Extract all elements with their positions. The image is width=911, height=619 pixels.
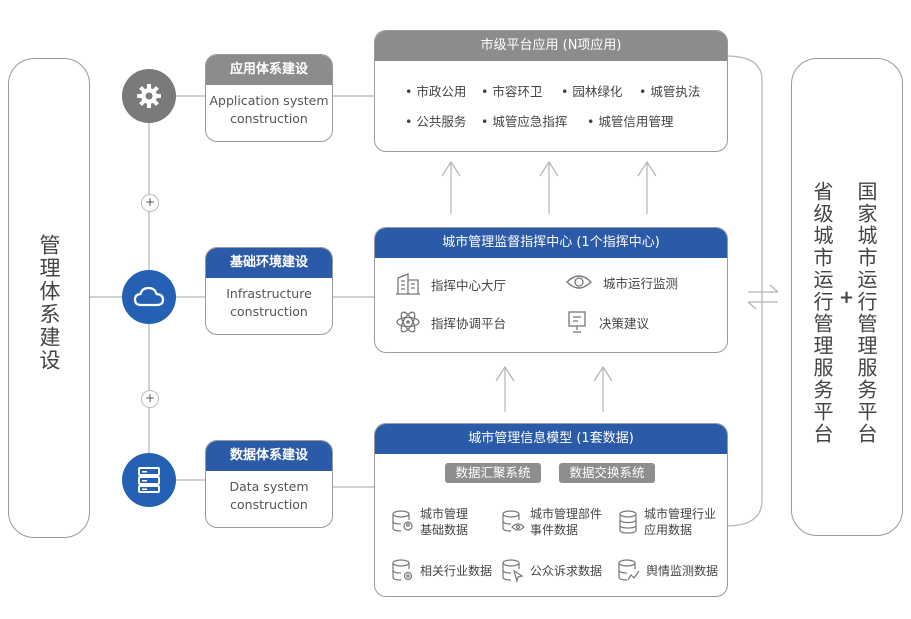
center-item-hall: 指挥中心大厅 (395, 272, 506, 296)
data-item-line: 城市管理行业 (644, 507, 717, 521)
database-chart-icon (618, 559, 640, 581)
app-item: • 城管执法 (639, 84, 701, 99)
infrastructure-en-1: Infrastructure (226, 286, 312, 301)
infrastructure-title: 基础环境建设 (206, 248, 332, 278)
data-item-basic: 城市管理基础数据 (391, 506, 468, 538)
data-system-en-1: Data system (229, 479, 309, 494)
infrastructure-en-2: construction (230, 304, 308, 319)
info-model-panel: 城市管理信息模型 (1套数据) 数据汇聚系统 数据交换系统 城市管理基础数据 城… (374, 423, 728, 597)
city-app-title: 市级平台应用 (N项应用) (375, 31, 727, 61)
app-item: • 市政公用 (405, 84, 467, 99)
data-system-en-2: construction (230, 497, 308, 512)
server-icon (138, 467, 160, 493)
center-item-decision: 决策建议 (565, 310, 649, 334)
data-system-box: 数据体系建设 Data system construction (205, 440, 333, 528)
atom-icon (396, 311, 420, 333)
data-item-line: 城市管理部件 (530, 507, 603, 521)
data-item-line: 基础数据 (420, 523, 469, 537)
center-item-label: 城市运行监测 (603, 275, 679, 291)
national-platform-label: 国家城市运行管理服务平台 (854, 181, 878, 445)
data-item-line: 城市管理 (420, 507, 469, 521)
data-item-line: 事件数据 (530, 523, 579, 537)
plus-sign: + (839, 287, 855, 308)
app-item: • 园林绿化 (561, 84, 623, 99)
database-user-icon (392, 510, 413, 532)
cloud-icon (133, 286, 165, 307)
data-item-opinion: 舆情监测数据 (617, 558, 718, 584)
server-circle (122, 453, 176, 507)
info-model-title: 城市管理信息模型 (1套数据) (375, 424, 727, 454)
application-system-box: 应用体系建设 Application system construction (205, 54, 333, 142)
app-item: • 城管应急指挥 (481, 114, 568, 129)
application-system-en-2: construction (230, 111, 308, 126)
application-system-title: 应用体系建设 (206, 55, 332, 85)
center-item-monitor: 城市运行监测 (565, 272, 678, 292)
presentation-icon (568, 311, 586, 333)
management-system-label: 管理体系建设 (37, 234, 61, 372)
connector-plus-bottom: + (141, 390, 159, 408)
data-item-line: 相关行业数据 (420, 564, 493, 578)
gear-icon (137, 84, 161, 108)
cloud-circle (122, 270, 176, 324)
data-item-line: 应用数据 (644, 523, 693, 537)
app-item: • 公共服务 (405, 114, 467, 129)
data-system-title: 数据体系建设 (206, 441, 332, 471)
center-item-label: 指挥中心大厅 (431, 277, 507, 293)
center-item-coordination: 指挥协调平台 (395, 310, 506, 334)
city-app-panel: 市级平台应用 (N项应用) • 市政公用 • 市容环卫 • 园林绿化 • 城管执… (374, 30, 728, 152)
management-system-pillar: 管理体系建设 (8, 58, 90, 538)
command-center-title: 城市管理监督指挥中心 (1个指挥中心) (375, 228, 727, 258)
app-item: • 城管信用管理 (587, 114, 674, 129)
data-item-public: 公众诉求数据 (501, 558, 602, 584)
data-exchange-pill: 数据交换系统 (559, 463, 655, 483)
command-center-panel: 城市管理监督指挥中心 (1个指挥中心) 指挥中心大厅 城市运行监测 指挥协调平台… (374, 227, 728, 353)
database-eye-icon (502, 510, 525, 532)
building-icon (396, 273, 420, 295)
data-item-line: 公众诉求数据 (530, 564, 603, 578)
app-item: • 市容环卫 (481, 84, 543, 99)
gear-circle (122, 69, 176, 123)
database-cursor-icon (502, 559, 524, 584)
data-item-line: 舆情监测数据 (646, 564, 719, 578)
data-item-related: 相关行业数据 (391, 558, 492, 584)
eye-icon (566, 275, 592, 289)
center-item-label: 指挥协调平台 (431, 315, 507, 331)
database-icon (619, 510, 637, 534)
data-item-events: 城市管理部件事件数据 (501, 506, 602, 538)
infrastructure-box: 基础环境建设 Infrastructure construction (205, 247, 333, 335)
data-aggregation-pill: 数据汇聚系统 (445, 463, 541, 483)
platform-pillar: 国家城市运行管理服务平台 + 省级城市运行管理服务平台 (791, 58, 903, 536)
connector-plus-top: + (141, 194, 159, 212)
provincial-platform-label: 省级城市运行管理服务平台 (810, 181, 834, 445)
data-item-industry: 城市管理行业应用数据 (617, 506, 716, 538)
application-system-en-1: Application system (209, 93, 329, 108)
database-gear-icon (392, 559, 413, 581)
center-item-label: 决策建议 (599, 315, 650, 331)
